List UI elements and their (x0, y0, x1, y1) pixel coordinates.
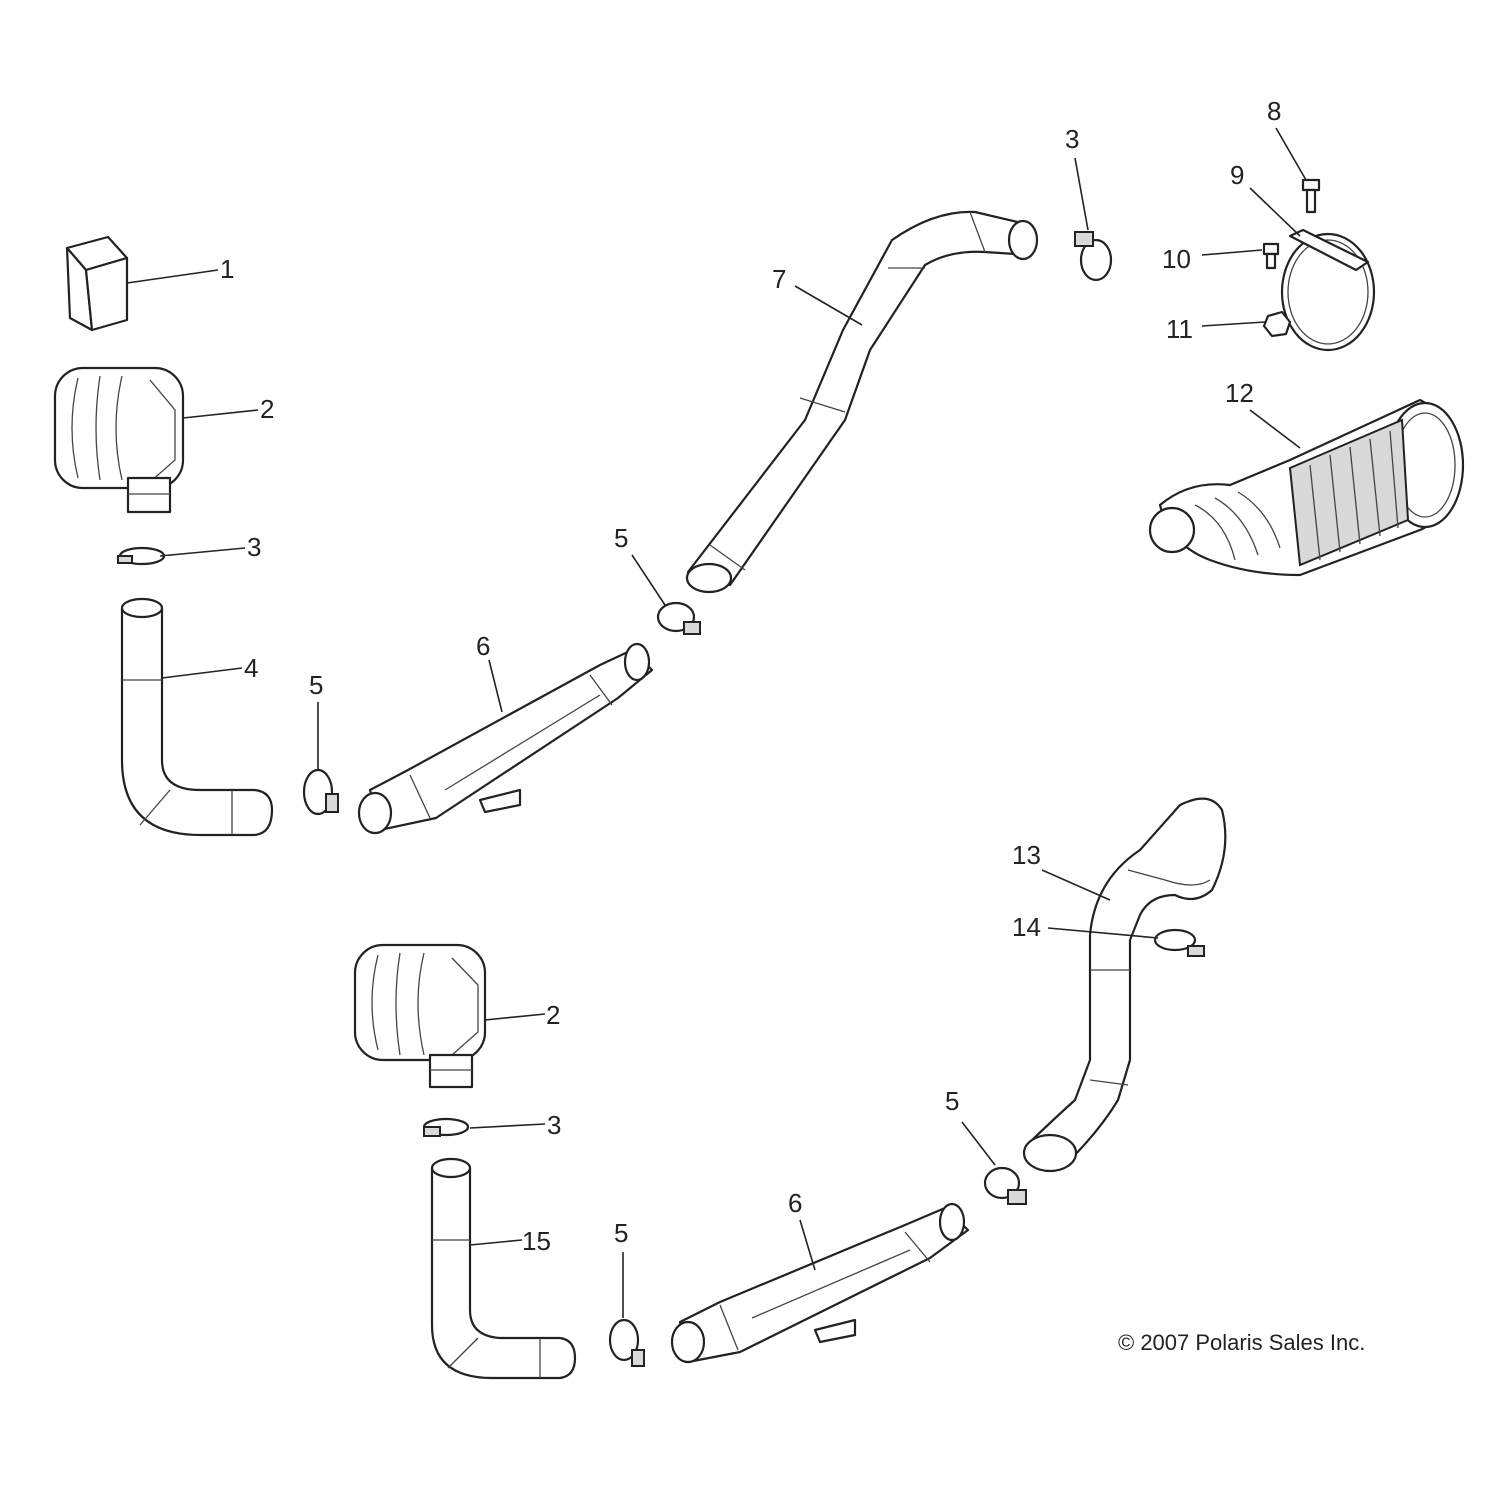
part-6-duct-bottom[interactable] (670, 1202, 970, 1364)
part-8-bolt[interactable] (1301, 178, 1321, 214)
callout-10: 10 (1162, 244, 1191, 274)
part-15-l-hose[interactable] (430, 1157, 577, 1380)
part-2-intake-box-bottom[interactable] (353, 943, 487, 1089)
callout-13: 13 (1012, 840, 1041, 870)
part-5-clamp-d[interactable] (983, 1166, 1027, 1205)
part-1-foam-block[interactable] (65, 235, 129, 332)
callout-6: 6 (476, 631, 490, 661)
part-10-small-bolt[interactable] (1262, 242, 1280, 270)
callout-5: 5 (614, 523, 628, 553)
leader-lines (126, 127, 1307, 1318)
part-3-clamp-bottom[interactable] (422, 1117, 470, 1137)
part-6-duct-top[interactable] (357, 642, 654, 835)
part-4-l-hose[interactable] (120, 597, 274, 837)
callout-12: 12 (1225, 378, 1254, 408)
part-9-strap-bracket[interactable] (1280, 228, 1376, 352)
part-3-clamp-top-right[interactable] (1074, 231, 1113, 282)
callout-15: 15 (522, 1226, 551, 1256)
part-13-right-hose[interactable] (1022, 797, 1227, 1173)
callout-6: 6 (788, 1188, 802, 1218)
part-2-intake-box-top[interactable] (53, 366, 185, 514)
callout-8: 8 (1267, 96, 1281, 126)
part-5-clamp-c[interactable] (608, 1318, 645, 1367)
part-7-long-hose[interactable] (685, 210, 1039, 594)
callout-3: 3 (247, 532, 261, 562)
callout-2: 2 (546, 1000, 560, 1030)
callout-11: 11 (1166, 314, 1193, 344)
callout-5: 5 (945, 1086, 959, 1116)
callout-5: 5 (614, 1218, 628, 1248)
callout-3: 3 (547, 1110, 561, 1140)
callout-9: 9 (1230, 160, 1244, 190)
copyright-text: © 2007 Polaris Sales Inc. (1118, 1330, 1365, 1355)
part-5-clamp-b[interactable] (656, 601, 701, 635)
callout-labels: 1 2 3 4 5 6 5 7 3 8 9 10 11 12 13 14 2 3… (220, 96, 1281, 1256)
callout-1: 1 (220, 254, 234, 284)
part-11-nut[interactable] (1262, 310, 1292, 338)
callout-14: 14 (1012, 912, 1041, 942)
part-14-clamp[interactable] (1153, 928, 1205, 957)
part-3-clamp-left[interactable] (117, 546, 166, 566)
callout-4: 4 (244, 653, 258, 683)
callout-2: 2 (260, 394, 274, 424)
callout-3: 3 (1065, 124, 1079, 154)
part-5-clamp-a[interactable] (302, 768, 339, 816)
callout-5: 5 (309, 670, 323, 700)
callout-7: 7 (772, 264, 786, 294)
part-12-air-filter[interactable] (1148, 398, 1465, 577)
